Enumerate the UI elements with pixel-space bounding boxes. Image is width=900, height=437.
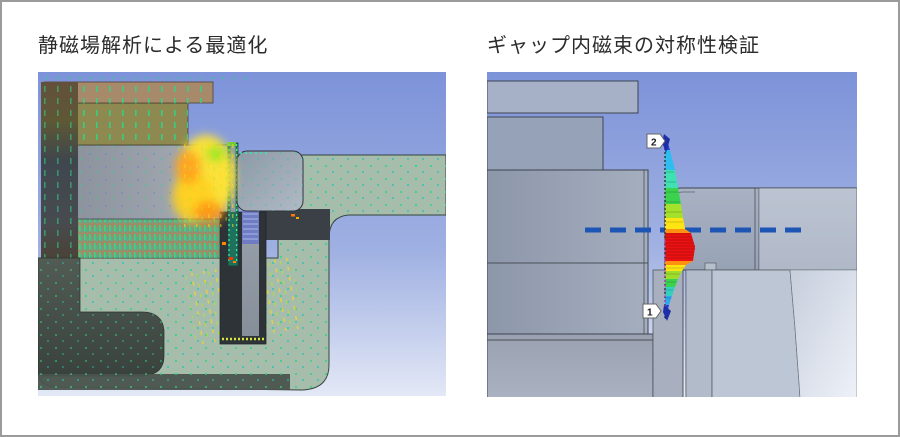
left-simulation-image [38,72,446,396]
lower-structures [652,269,857,397]
coil-blue-stripes [243,213,258,240]
hotspot-speckle [178,142,238,227]
gap-sparks [222,214,299,263]
gap-cavity [260,209,330,240]
base-slab [487,333,654,397]
marker-flag-bottom: 1 [642,303,662,319]
upper-block-b [487,116,604,171]
lower-yoke-dots [38,258,164,376]
bottom-plate-dots [38,374,290,390]
marker-flag-top: 2 [646,133,666,149]
marker-bottom-label: 1 [647,308,653,319]
magnet-stack [487,169,649,335]
marker-top-label: 2 [651,138,657,149]
upper-block-a [487,80,639,114]
axis-column-dots [41,82,78,258]
right-figure-title: ギャップ内磁束の対称性検証 [487,35,760,57]
path-arrow-bottom [663,305,671,321]
flux-red-hatch [666,233,695,259]
left-figure-title: 静磁場解析による最適化 [38,35,269,57]
right-simulation-image: 2 1 [487,72,857,397]
top-plate-dots [44,82,213,103]
flux-texture-lines [666,171,684,299]
flange-block [236,150,304,212]
